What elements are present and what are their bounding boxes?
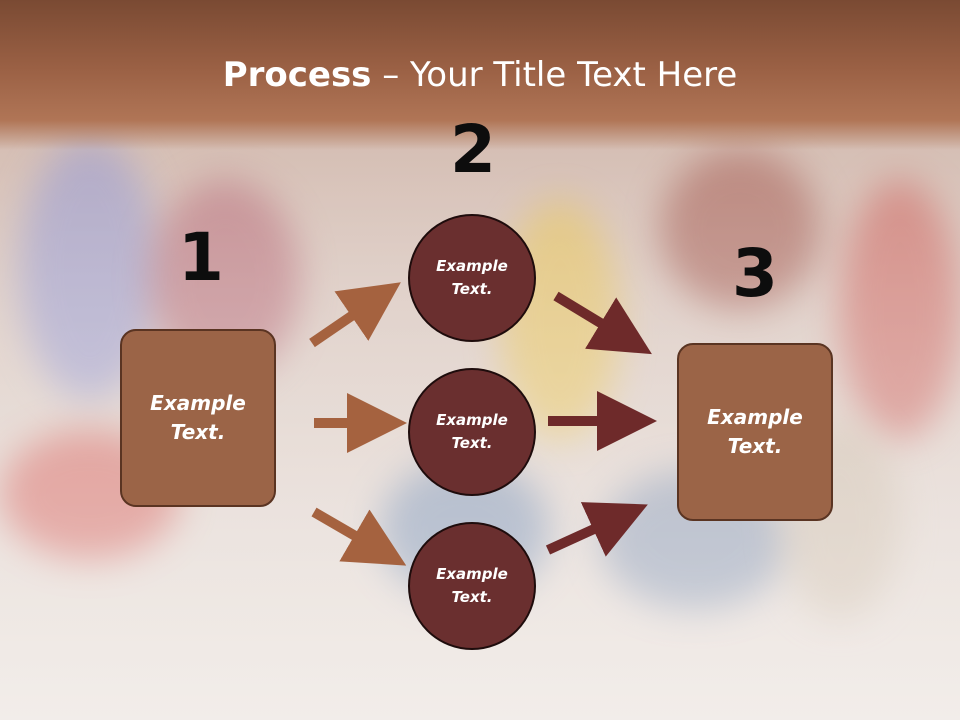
arrow-left-lower — [311, 507, 407, 566]
step-number-1: 1 — [178, 219, 224, 296]
page-title: Process – Your Title Text Here — [0, 52, 960, 98]
circle-top: Example Text. — [408, 214, 536, 342]
circle-middle-line2: Text. — [451, 434, 493, 452]
circle-bottom-line2: Text. — [451, 588, 493, 606]
step-number-3: 3 — [732, 235, 778, 312]
circle-top-line1: Example — [436, 257, 508, 275]
arrow-left-upper — [309, 282, 401, 348]
right-box-line1: Example — [707, 405, 803, 429]
right-box-line2: Text. — [727, 434, 783, 458]
arrow-right-upper — [553, 291, 652, 355]
title-bold: Process — [222, 55, 372, 95]
step-number-2: 2 — [450, 111, 496, 188]
circle-bottom: Example Text. — [408, 522, 536, 650]
left-process-box: Example Text. — [120, 329, 276, 507]
circle-middle-line1: Example — [436, 411, 508, 429]
right-process-box: Example Text. — [677, 343, 833, 521]
left-box-line1: Example — [150, 391, 246, 415]
left-box-line2: Text. — [170, 420, 226, 444]
circle-middle: Example Text. — [408, 368, 536, 496]
title-bar — [0, 0, 960, 150]
circle-bottom-line1: Example — [436, 565, 508, 583]
title-rest: – Your Title Text Here — [371, 55, 738, 95]
circle-top-line2: Text. — [451, 280, 493, 298]
arrow-right-lower — [545, 502, 648, 557]
